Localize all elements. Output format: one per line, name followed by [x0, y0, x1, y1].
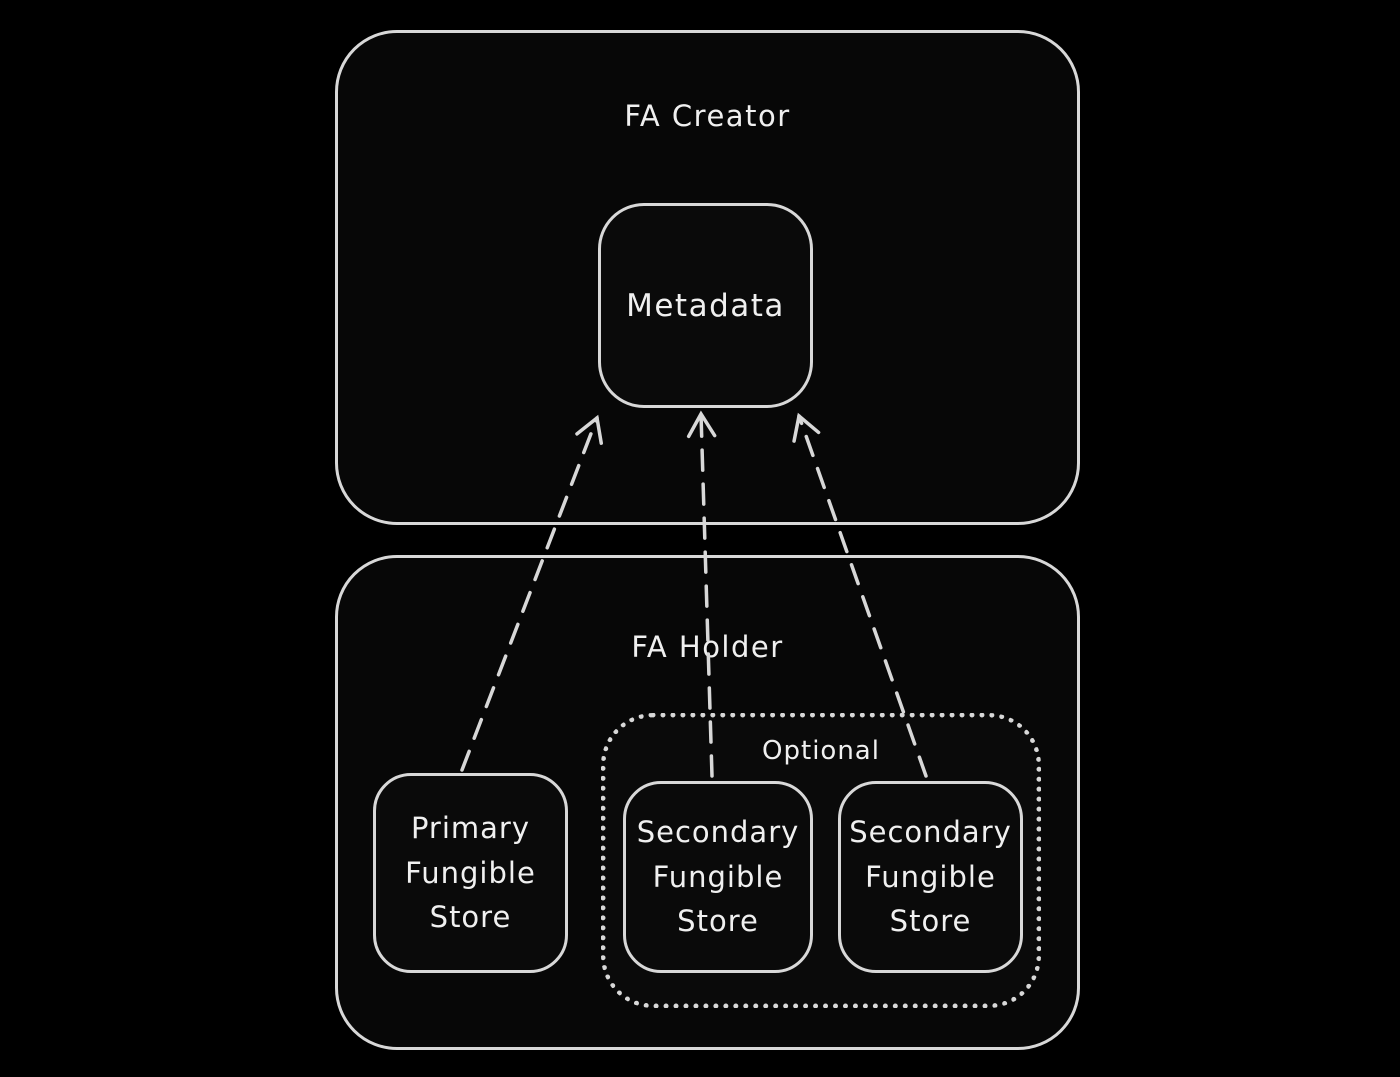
- optional-group-title: Optional: [762, 736, 880, 766]
- metadata-label: Metadata: [626, 287, 785, 324]
- primary-fungible-store-box: Primary Fungible Store: [373, 773, 568, 973]
- fa-creator-title: FA Creator: [624, 99, 791, 133]
- fa-holder-container: FA Holder Primary Fungible Store Optiona…: [335, 555, 1080, 1050]
- fa-holder-title: FA Holder: [631, 630, 784, 664]
- secondary-fungible-store-box-1: Secondary Fungible Store: [623, 781, 813, 973]
- optional-group: Optional Secondary Fungible Store Second…: [601, 713, 1041, 1008]
- secondary-fungible-store-2-label: Secondary Fungible Store: [849, 814, 1012, 939]
- secondary-fungible-store-1-label: Secondary Fungible Store: [636, 814, 800, 939]
- primary-fungible-store-label: Primary Fungible Store: [405, 810, 536, 935]
- fa-creator-container: FA Creator Metadata: [335, 30, 1080, 525]
- metadata-box: Metadata: [598, 203, 813, 408]
- secondary-fungible-store-box-2: Secondary Fungible Store: [838, 781, 1023, 973]
